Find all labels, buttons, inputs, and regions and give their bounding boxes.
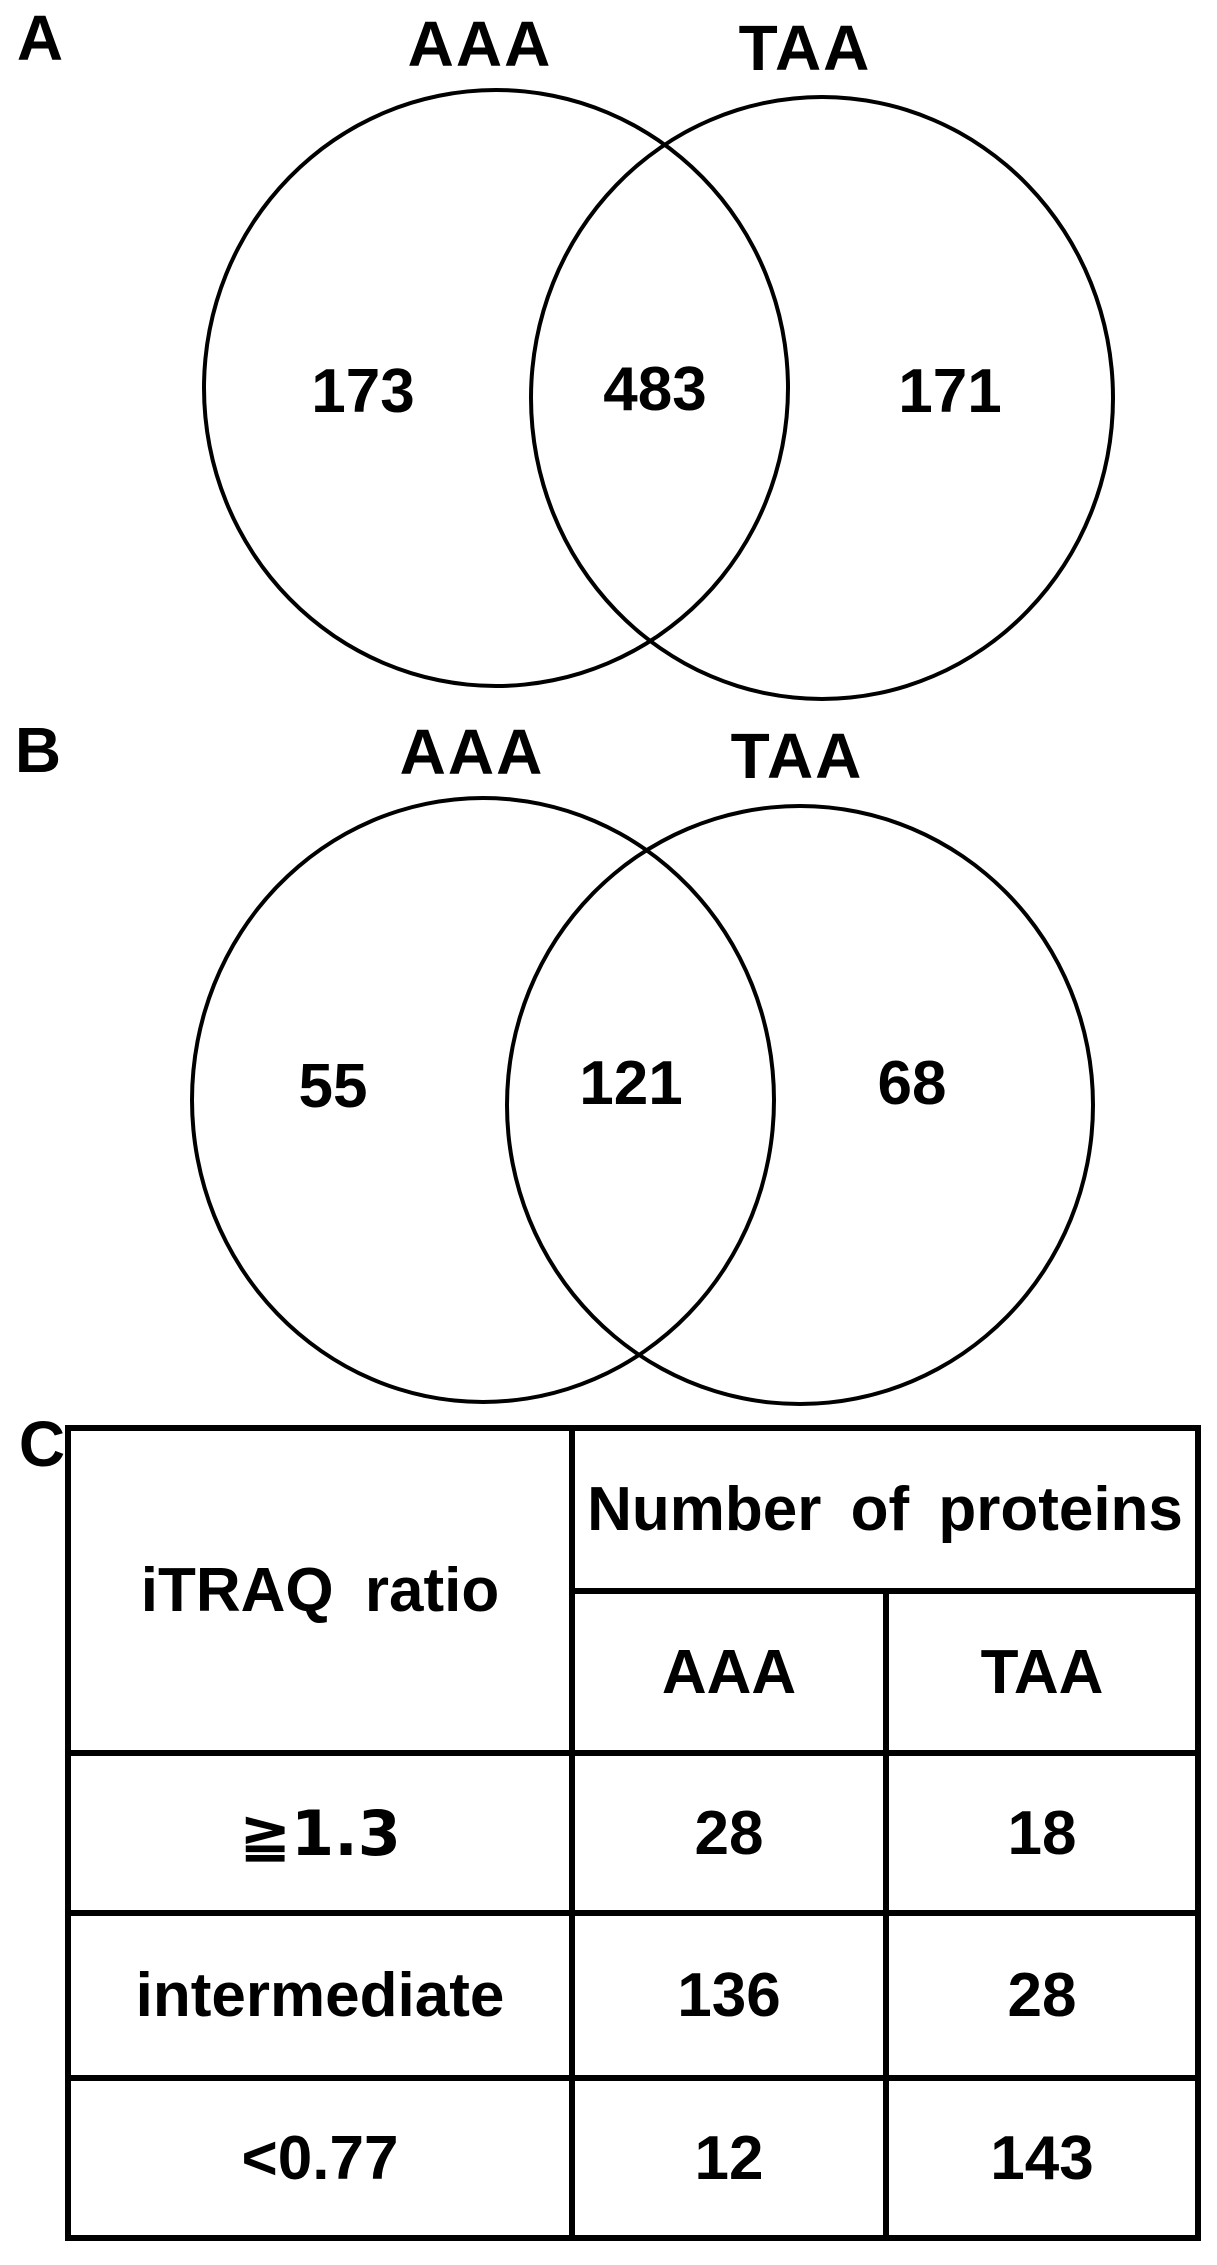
table-row: ≧1.3 28 18 [65, 1750, 1201, 1916]
panel-c-letter: C [18, 1408, 66, 1480]
panel-b-left-only-count: 55 [298, 1052, 368, 1121]
itraq-ratio-table: iTRAQ ratio Number of proteins AAA TAA ≧… [65, 1425, 1201, 2241]
taa-column-header-cell: TAA [883, 1588, 1201, 1756]
panel-b-letter: B [14, 714, 62, 786]
ratio-intermediate-label-cell: intermediate [65, 1910, 575, 2081]
ratio-lt-0.77-label-cell: <0.77 [65, 2075, 575, 2241]
ratio-ge-1.3-label-cell: ≧1.3 [65, 1750, 575, 1916]
panel-a-left-set-label: AAA [407, 8, 553, 80]
number-of-proteins-header-cell: Number of proteins [569, 1425, 1201, 1594]
panel-a-letter: A [16, 2, 64, 74]
table-row: <0.77 12 143 [65, 2075, 1201, 2241]
ratio-ge-1.3-taa-value-cell: 18 [883, 1750, 1201, 1916]
panel-b-right-only-count: 68 [877, 1049, 947, 1118]
table-header-row-2: AAA TAA [68, 1588, 1201, 1756]
itraq-ratio-header-cell: iTRAQ ratio [65, 1425, 575, 1756]
panel-a-left-only-count: 173 [311, 357, 415, 426]
ratio-lt-0.77-aaa-value-cell: 12 [569, 2075, 889, 2241]
panel-a-right-only-count: 171 [898, 357, 1002, 426]
ratio-ge-1.3-aaa-value-cell: 28 [569, 1750, 889, 1916]
table-row: intermediate 136 28 [65, 1910, 1201, 2081]
table-header-row-1: iTRAQ ratio Number of proteins [65, 1425, 1201, 1756]
panel-b-left-set-label: AAA [399, 716, 545, 788]
panel-b-right-circle [505, 804, 1095, 1406]
panel-a-right-set-label: TAA [738, 12, 872, 84]
panel-a-right-circle [529, 95, 1115, 701]
aaa-column-header-cell: AAA [569, 1588, 889, 1756]
ratio-intermediate-aaa-value-cell: 136 [569, 1910, 889, 2081]
ratio-intermediate-taa-value-cell: 28 [883, 1910, 1201, 2081]
panel-b-right-set-label: TAA [730, 720, 864, 792]
panel-a-overlap-count: 483 [603, 355, 707, 424]
ratio-lt-0.77-taa-value-cell: 143 [883, 2075, 1201, 2241]
panel-b-overlap-count: 121 [579, 1049, 683, 1118]
